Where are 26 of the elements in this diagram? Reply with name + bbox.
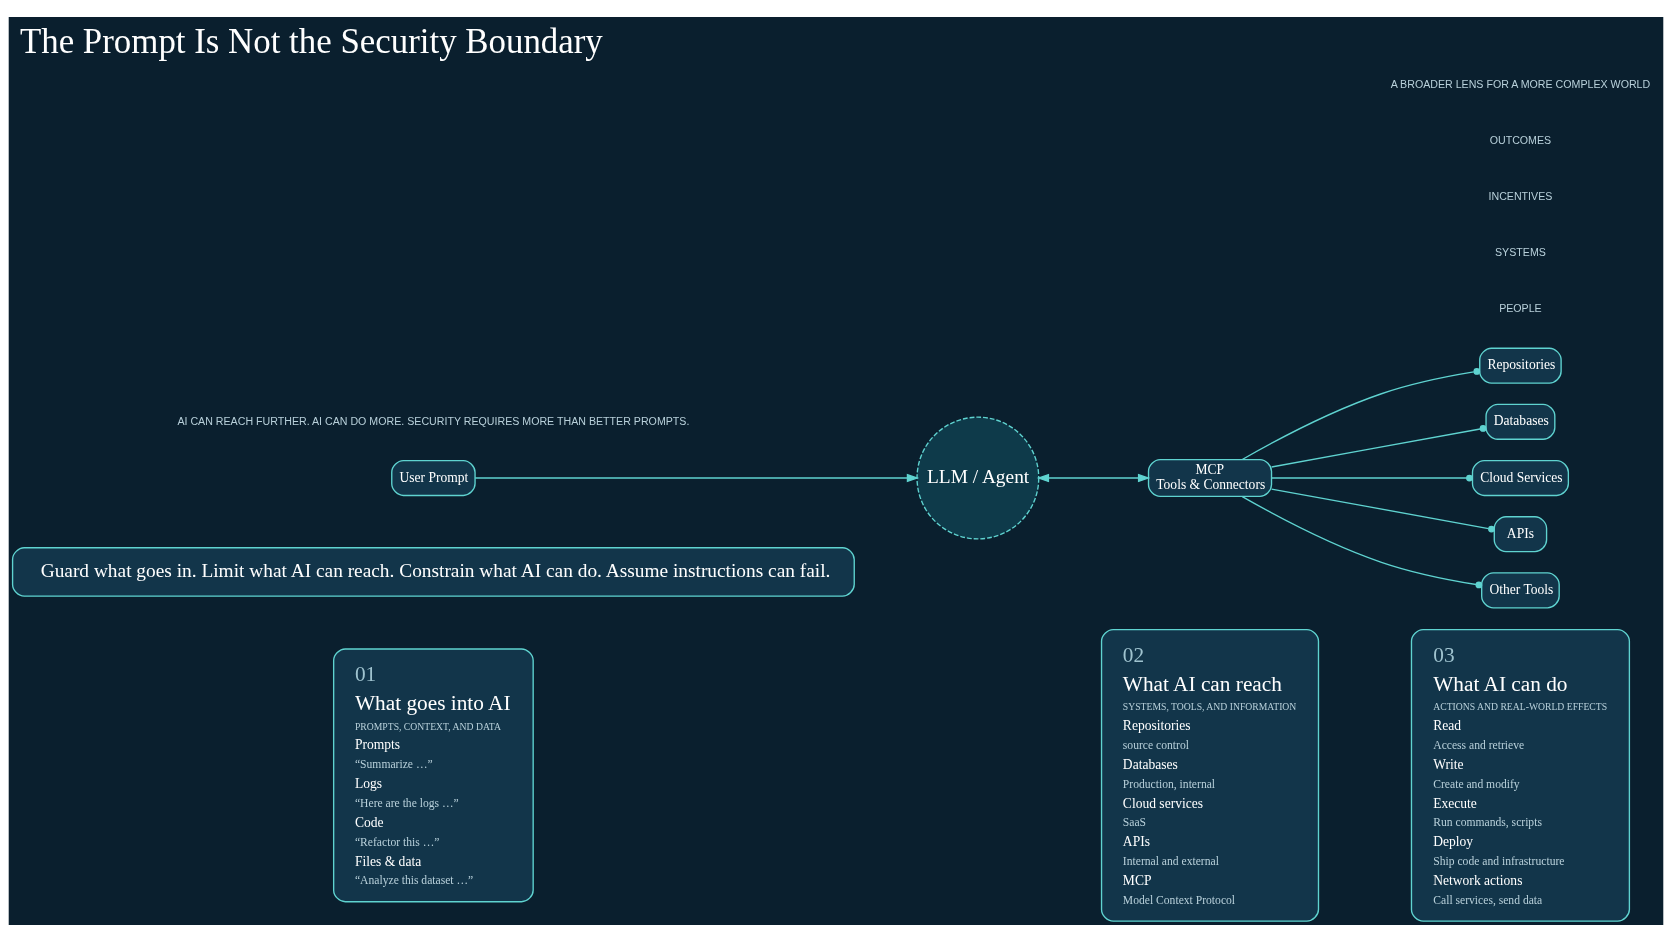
label: OUTCOMES xyxy=(1489,133,1552,146)
connector xyxy=(1241,495,1483,588)
node-box: 03 What AI can do ACTIONS AND REAL-WORLD EFFECTS Read Access and retrieve Write Create and modify Execute Run commands, scripts Deploy Ship code and infrastructure Network actions Call services, send data xyxy=(1410,628,1631,922)
connector xyxy=(1270,424,1487,468)
node-box: Other Tools xyxy=(1481,571,1560,608)
node-box: APIs xyxy=(1493,515,1548,552)
node-box: Guard what goes in. Limit what AI can reach. Constrain what AI can do. Assume instructions can fail. xyxy=(11,546,855,597)
node-box: Repositories xyxy=(1479,347,1562,384)
node-box: 01 What goes into AI PROMPTS, CONTEXT, AND DATA Prompts “Summarize …” Logs “Here are the logs …” Code “Refactor this …” Files & data “Analyze this dataset …” xyxy=(332,647,534,902)
diagram-title: The Prompt Is Not the Security Boundary xyxy=(19,21,603,61)
node-box: Databases xyxy=(1485,403,1556,440)
node-box: User Prompt xyxy=(391,459,476,496)
label: A BROADER LENS FOR A MORE COMPLEX WORLD xyxy=(1390,77,1651,90)
arrow xyxy=(474,473,920,482)
node-circle: LLM / Agent xyxy=(916,416,1040,540)
connector xyxy=(1241,367,1481,460)
connector xyxy=(1270,487,1495,532)
arrow xyxy=(1036,473,1151,482)
label: PEOPLE xyxy=(1499,301,1542,314)
label: SYSTEMS xyxy=(1495,245,1546,258)
node-box: Cloud Services xyxy=(1471,459,1570,496)
label: INCENTIVES xyxy=(1488,189,1553,202)
connector xyxy=(1270,474,1473,481)
node-box: 02 What AI can reach SYSTEMS, TOOLS, AND INFORMATION Repositories source control Databases Production, internal Cloud services SaaS APIs Internal and external MCP Model Context Protocol xyxy=(1100,628,1320,922)
label: AI CAN REACH FURTHER. AI CAN DO MORE. SECURITY REQUIRES MORE THAN BETTER PROMPTS. xyxy=(177,414,690,427)
node-box: MCP Tools & Connectors xyxy=(1147,458,1273,497)
